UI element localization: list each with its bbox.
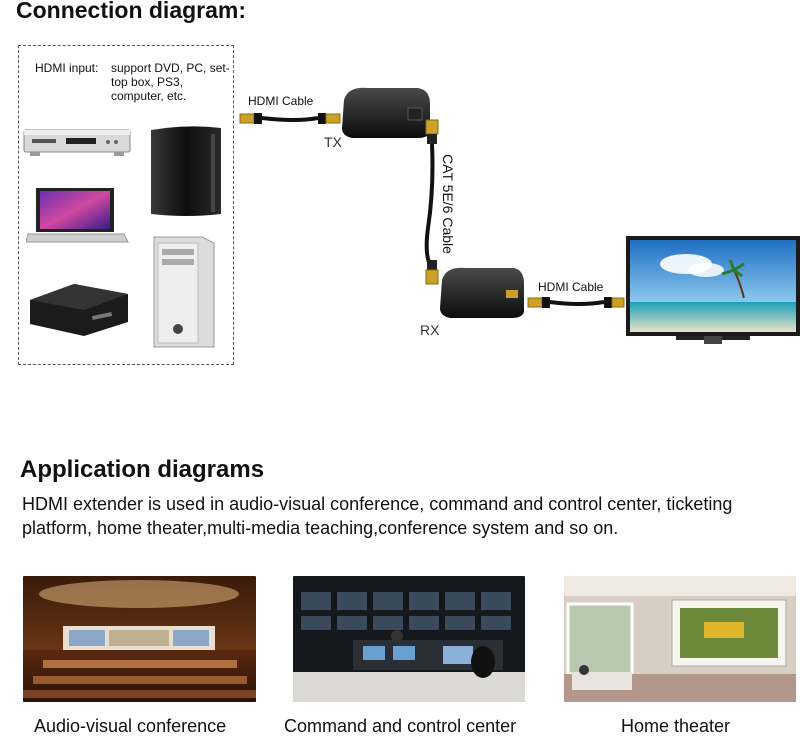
hdmi-cable-tx-image: [239, 113, 341, 124]
hdmi-cable-label-rx: HDMI Cable: [538, 280, 604, 294]
ps3-console-image: [151, 126, 221, 216]
cat-cable-image: [424, 119, 439, 285]
hdmi-input-label: HDMI input:: [35, 61, 99, 75]
application-diagrams-title: Application diagrams: [20, 456, 265, 483]
rx-receiver-image: [440, 267, 524, 318]
application-description: HDMI extender is used in audio-visual co…: [22, 494, 733, 538]
command-control-center-photo: [293, 576, 525, 702]
tx-label: TX: [324, 134, 342, 150]
pc-tower-image: [153, 236, 215, 348]
laptop-image: [26, 188, 129, 243]
source-devices-box: [18, 45, 234, 365]
hdmi-input-support-text: support DVD, PC, set-top box, PS3, compu…: [111, 61, 230, 103]
set-top-box-image: [30, 284, 128, 336]
caption-home-theater: Home theater: [621, 716, 731, 736]
hdmi-cable-rx-image: [527, 297, 625, 308]
cat-cable-label: CAT 5E/6 Cable: [440, 154, 456, 254]
home-theater-photo: [564, 576, 796, 702]
rx-label: RX: [420, 322, 440, 338]
audio-visual-conference-photo: [23, 576, 256, 702]
dvd-player-image: [23, 129, 131, 156]
tv-display-image: [626, 236, 800, 344]
caption-audio-visual-conference: Audio-visual conference: [34, 716, 227, 736]
connection-diagram-title: Connection diagram:: [16, 0, 247, 23]
caption-command-control-center: Command and control center: [284, 716, 517, 736]
tx-transmitter-image: [342, 87, 430, 138]
hdmi-cable-label-tx: HDMI Cable: [248, 94, 314, 108]
